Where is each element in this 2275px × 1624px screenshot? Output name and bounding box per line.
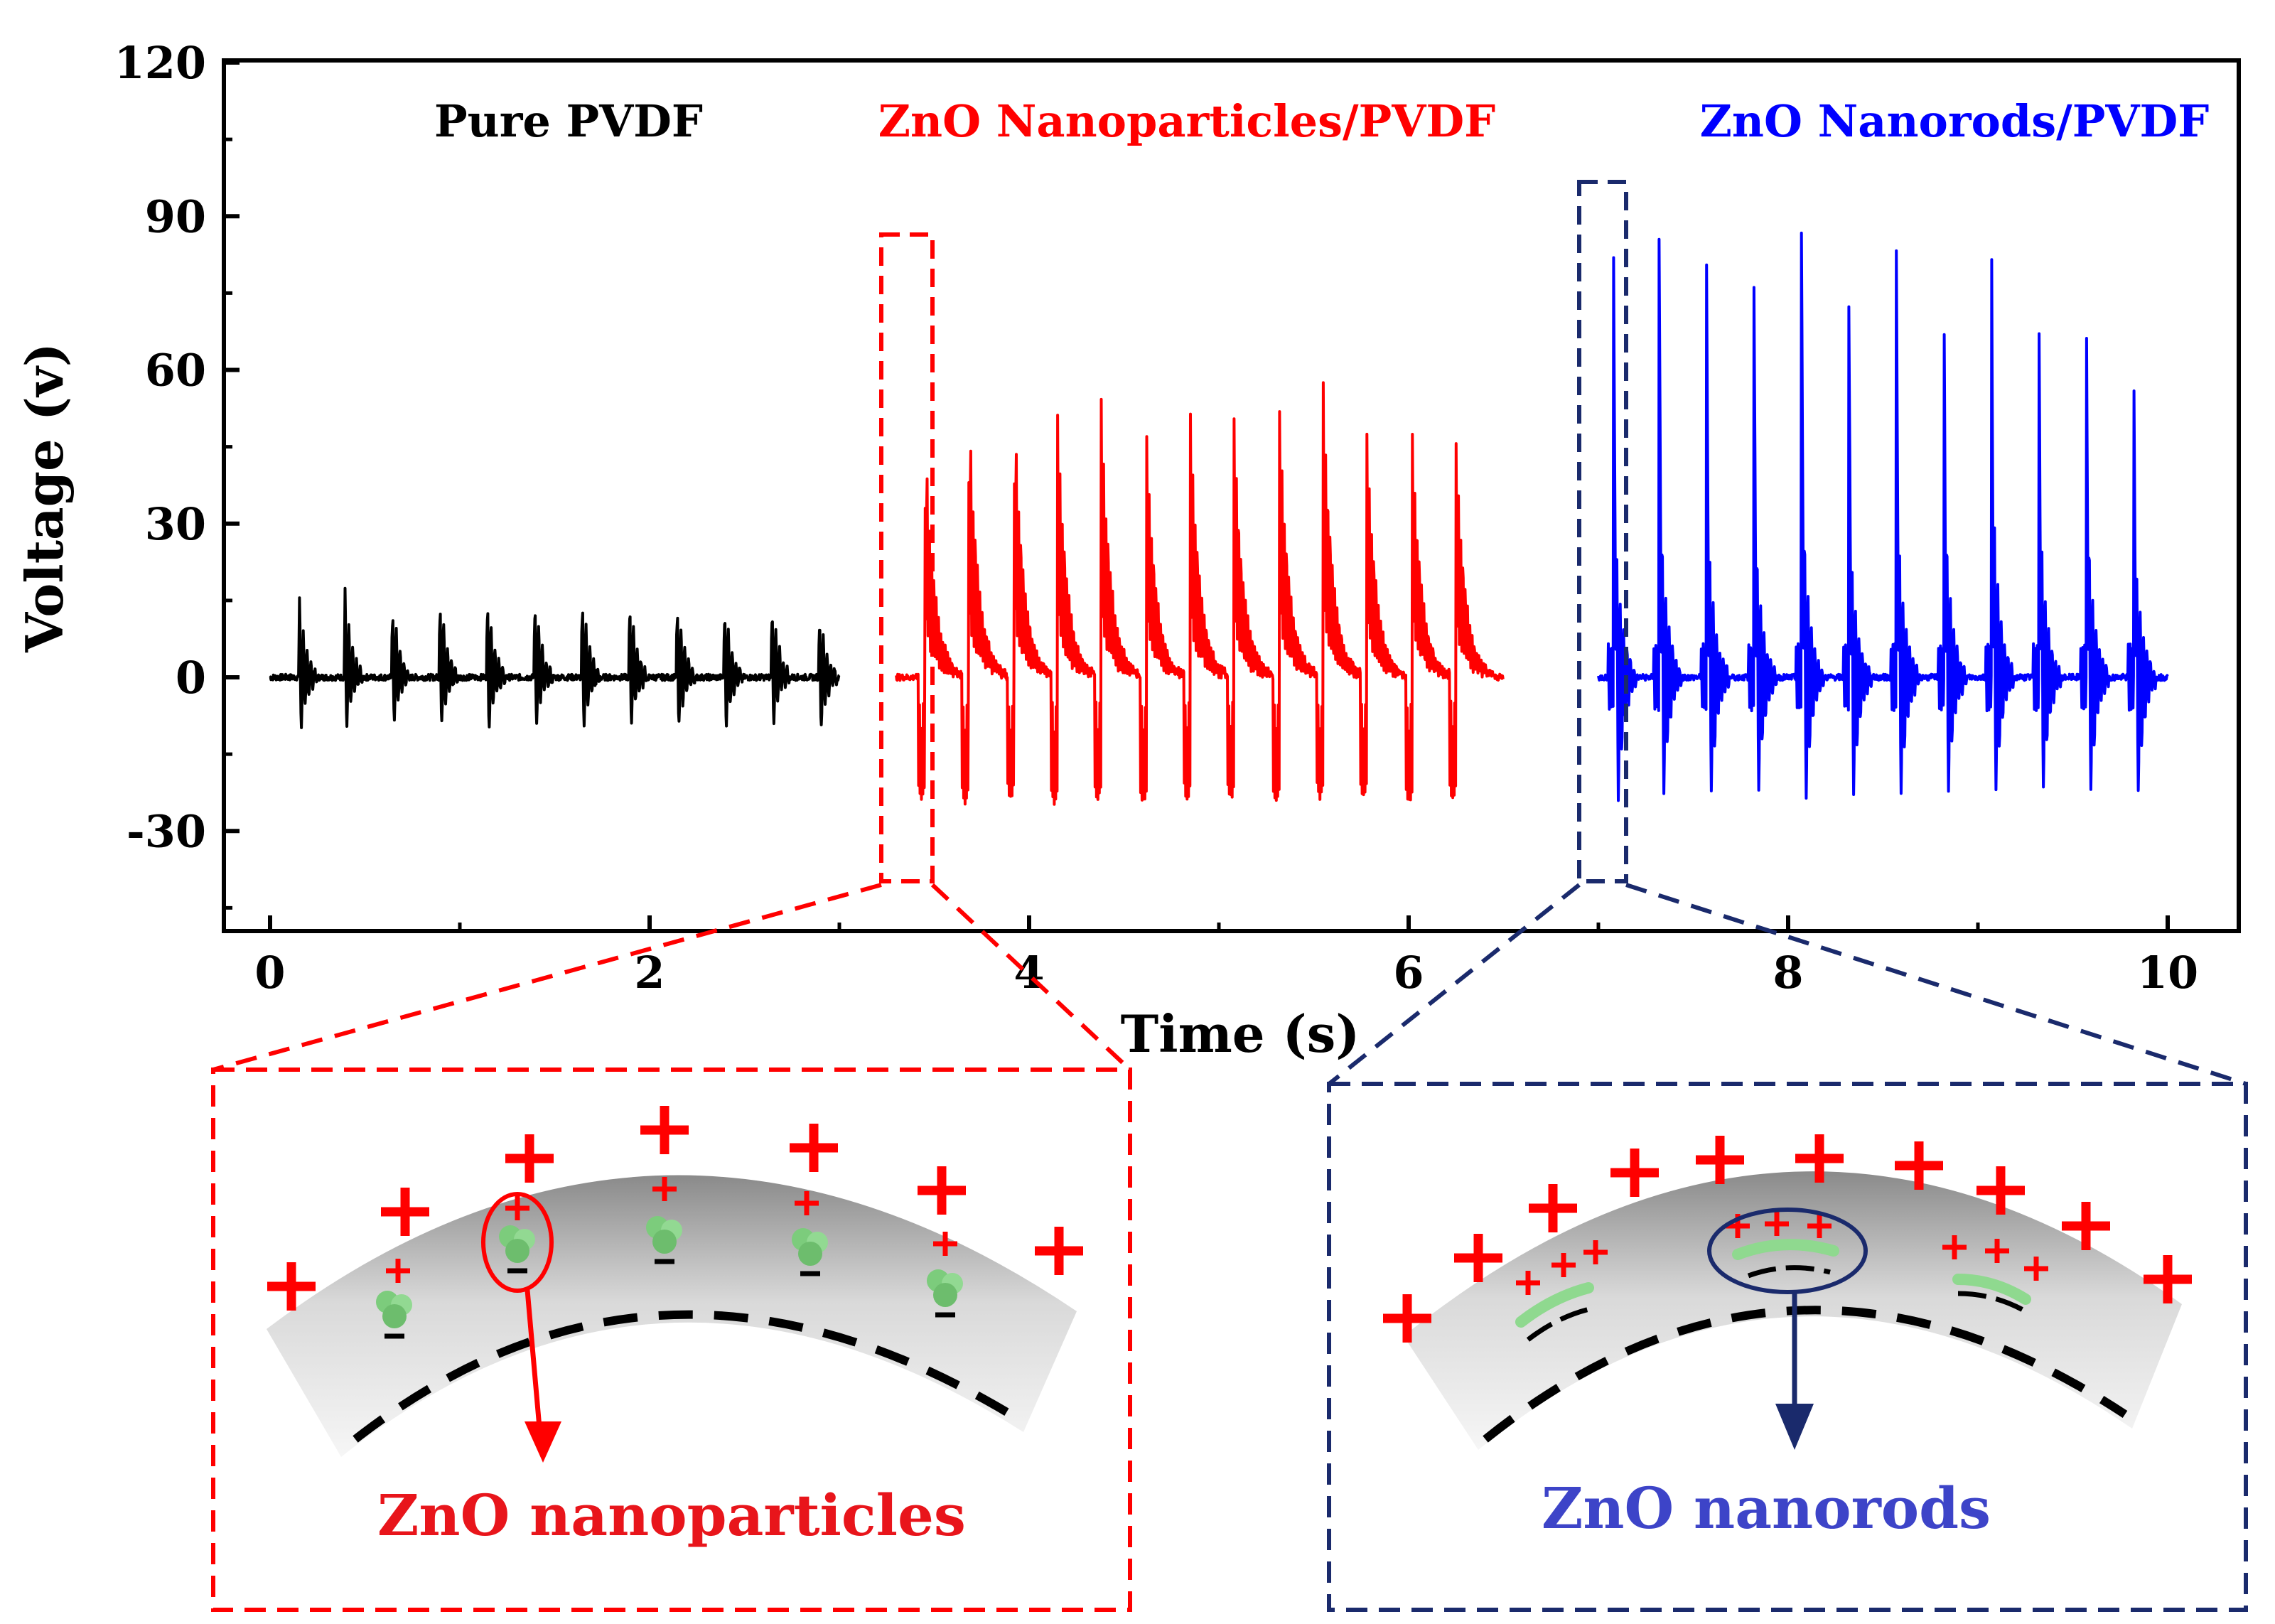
plus-charge-small [1765,1212,1789,1236]
plus-charge-small [1807,1214,1832,1238]
zno-particle [792,1228,828,1276]
x-tick-label: 6 [1393,947,1424,999]
plus-charge-small [795,1191,819,1215]
x-tick-label: 8 [1773,947,1803,999]
plus-charge [267,1262,316,1311]
plus-charge-small [505,1196,529,1220]
connector-right-b [1625,883,2247,1086]
plus-charge [1529,1184,1577,1232]
y-tick-label: 0 [176,652,206,704]
plus-charge [1696,1136,1744,1184]
plus-charge-small [1583,1240,1608,1264]
plus-charge [1976,1166,2025,1215]
zno-nanorod [1515,1282,1596,1342]
y-tick-label: -30 [127,805,206,857]
plus-charge [1454,1234,1502,1282]
inset-nanorods: ZnO nanorods [1327,1082,2248,1612]
plus-charge [918,1166,966,1215]
plus-charge-small [1551,1253,1576,1277]
plus-charge [1795,1134,1844,1183]
series-line-2 [1597,231,2169,802]
series-label-zno-nanorods: ZnO Nanorods/PVDF [1700,95,2210,147]
plus-charge-small [1942,1235,1967,1259]
series-label-pure-pvdf: Pure PVDF [434,95,703,147]
zno-particle [646,1216,682,1264]
x-tick-label: 2 [634,947,665,999]
series-line-1 [895,381,1505,806]
x-tick-label: 0 [254,947,285,999]
plus-charge-small [1516,1271,1540,1295]
plus-charge [1035,1227,1083,1275]
zno-nanorod [1732,1239,1839,1279]
inset-label-right: ZnO nanorods [1542,1475,1991,1542]
plus-charge [1610,1149,1659,1197]
inset-frame-left [211,1068,1132,1612]
y-axis: -30 0 30 60 90 120 [114,37,240,910]
series-layer [269,231,2169,806]
plus-charge-small [652,1177,677,1201]
surface-charges-right [1383,1134,2192,1343]
y-tick-label: 60 [145,345,206,397]
zno-particle [499,1225,535,1274]
x-axis: 0 2 4 6 8 10 [254,915,2198,999]
zoom-box-nanoparticles [879,232,935,883]
plus-charge-small [933,1232,957,1256]
zoom-box-nanorods [1577,180,1628,883]
zno-particle [927,1269,963,1318]
arrow-left-head [525,1421,561,1463]
inset-frame-right [1327,1082,2248,1612]
highlight-ring-right [1707,1208,1868,1294]
x-tick-label: 10 [2137,947,2198,999]
series-line-0 [269,586,841,729]
zno-nanorod [1952,1274,2031,1314]
nanoparticles-left [376,1216,963,1339]
arrow-left [525,1289,543,1436]
bottom-charges-right [1483,1306,2128,1443]
arrow-right-head [1775,1404,1814,1450]
plus-charge [2144,1255,2192,1303]
plus-charge [1895,1141,1943,1190]
plus-charge [505,1134,554,1183]
bottom-charges-left [353,1310,1019,1443]
plus-charge-small [1985,1239,2009,1263]
nanorods-right [1515,1239,2031,1342]
highlight-ring-left [481,1192,554,1293]
y-tick-label: 30 [145,498,206,550]
plus-charge [2062,1202,2110,1250]
plot-frame [222,58,2241,933]
plus-charge-small [2024,1257,2048,1281]
surface-charges-left [267,1106,1083,1311]
inset-label-left: ZnO nanoparticles [377,1482,966,1549]
plus-charge [1383,1294,1431,1343]
inset-nanoparticles: ZnO nanoparticles [211,1068,1132,1612]
y-tick-label: 120 [114,37,206,89]
x-axis-label: Time (s) [1121,1004,1360,1064]
plus-charge [640,1106,689,1154]
y-tick-label: 90 [145,190,206,242]
x-tick-label: 4 [1013,947,1044,999]
plus-charge-small [386,1259,410,1283]
series-label-zno-nanoparticles: ZnO Nanoparticles/PVDF [878,95,1495,147]
zno-particle [376,1291,412,1339]
y-axis-label: Voltage (v) [14,343,75,653]
plus-charge [790,1124,838,1172]
connector-right-a [1328,883,1581,1086]
plus-charge [381,1188,429,1236]
connector-left-a [213,883,882,1072]
connector-left-b [930,883,1132,1072]
